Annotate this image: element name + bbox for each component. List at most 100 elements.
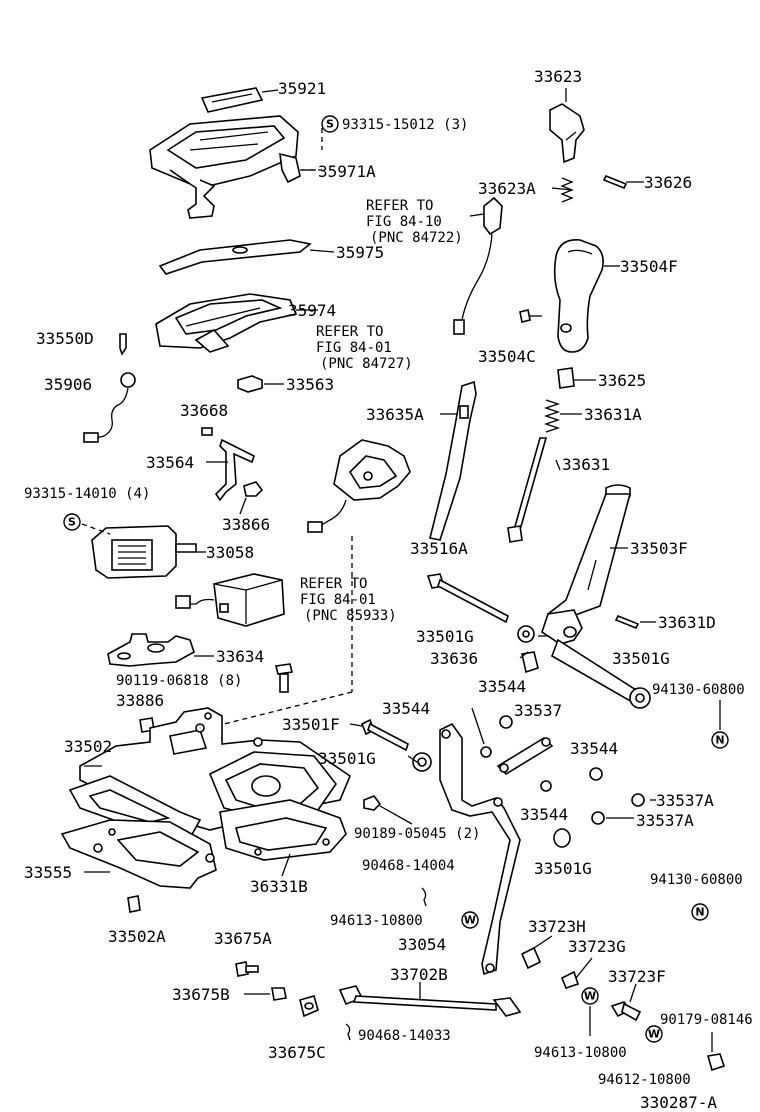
label-94613-10800-a: 94613-10800 [330,913,423,929]
svg-text:S: S [326,118,334,131]
label-33516A: 33516A [410,539,468,558]
svg-text:W: W [648,1028,660,1041]
label-33564: 33564 [146,453,194,472]
label-33623A: 33623A [478,179,536,198]
part-33675A-drawing [235,961,259,977]
label-33723G: 33723G [568,937,626,956]
label-33054: 33054 [398,935,446,954]
part-33723G-drawing [560,970,580,989]
part-33702B-drawing [338,985,522,1017]
label-35921: 35921 [278,79,326,98]
svg-text:N: N [715,734,724,747]
label-33503F: 33503F [630,539,688,558]
s-symbol-a: S [321,115,339,133]
cable-84722-drawing [453,196,503,335]
svg-text:FIG 84-10: FIG 84-10 [366,214,442,230]
part-33634-drawing [107,633,195,667]
part-33625-drawing [557,367,575,389]
svg-text:(PNC 84722): (PNC 84722) [370,230,463,246]
label-94130-60800-b: 94130-60800 [650,872,743,888]
label-94130-60800-a: 94130-60800 [652,682,745,698]
label-33501G-b: 33501G [416,627,474,646]
label-33501G-c: 33501G [612,649,670,668]
part-33723F-drawing [610,1001,642,1022]
part-33631A-drawing [543,399,561,433]
part-33636-drawing [521,651,539,674]
part-33866-drawing [243,481,264,497]
label-90468-14004: 90468-14004 [362,858,455,874]
svg-text:W: W [584,990,596,1003]
label-33668: 33668 [180,401,228,420]
svg-text:REFER TO: REFER TO [366,198,433,214]
part-33668-drawing [201,427,213,436]
label-90189-05045: 90189-05045 (2) [354,826,480,842]
part-33501G-d-drawing [553,828,571,848]
svg-text:FIG 84-01: FIG 84-01 [300,592,376,608]
label-33501F: 33501F [282,715,340,734]
svg-text:N: N [695,906,704,919]
part-33544-b-drawing [480,746,492,758]
label-33675B: 33675B [172,985,230,1004]
label-33544-d: 33544 [520,805,568,824]
label-35906: 35906 [44,375,92,394]
part-33501G-c-drawing [629,687,651,709]
part-33631D-drawing [614,614,640,630]
w-symbol-c: W [645,1025,663,1043]
label-93315-14010: 93315-14010 (4) [24,486,150,502]
label-33723H: 33723H [528,917,586,936]
part-35921-drawing [200,87,264,113]
part-35906-drawing [83,372,136,443]
part-33544-c-drawing [589,767,603,781]
part-33563-drawing [237,375,263,393]
label-94613-10800-b: 94613-10800 [534,1045,627,1061]
label-90468-14033: 90468-14033 [358,1028,451,1044]
label-33631D: 33631D [658,613,716,632]
label-33544-a: 33544 [478,677,526,696]
part-85933-drawing [175,573,285,627]
label-33702B: 33702B [390,965,448,984]
label-36331B: 36331B [250,877,308,896]
label-33563: 33563 [286,375,334,394]
ref-note-84722: REFER TO FIG 84-10 (PNC 84722) [366,198,463,246]
svg-text:(PNC 85933): (PNC 85933) [304,608,397,624]
diagram-id: 330287-A [640,1093,717,1112]
part-33537A-b-drawing [591,811,605,825]
part-33675B-drawing [271,987,287,1001]
svg-text:REFER TO: REFER TO [316,324,383,340]
label-33501G-a: 33501G [318,749,376,768]
label-33631: 33631 [562,455,610,474]
label-33537A-b: 33537A [636,811,694,830]
label-35975: 35975 [336,243,384,262]
w-symbol-b: W [581,987,599,1005]
svg-text:S: S [68,516,76,529]
part-33516A-drawing [426,573,509,624]
label-33675C: 33675C [268,1043,326,1062]
part-33564-drawing [214,438,255,502]
part-33623-drawing [549,103,585,164]
s-symbol-b: S [63,513,81,531]
label-90179-08146: 90179-08146 [660,1012,753,1028]
svg-text:(PNC 84727): (PNC 84727) [320,356,413,372]
label-33675A: 33675A [214,929,272,948]
part-33503F-drawing [541,484,637,704]
label-33502A: 33502A [108,927,166,946]
part-33501G-a-drawing [412,752,432,772]
svg-text:REFER TO: REFER TO [300,576,367,592]
label-33636: 33636 [430,649,478,668]
label-35971A: 35971A [318,162,376,181]
part-33550D-drawing [119,333,127,356]
label-33623: 33623 [534,67,582,86]
label-33544-c: 33544 [570,739,618,758]
label-33626: 33626 [644,173,692,192]
part-33544-d-drawing [540,780,552,792]
label-33504F: 33504F [620,257,678,276]
label-33866: 33866 [222,515,270,534]
part-33058-drawing [91,525,197,579]
part-33501F-drawing [360,718,409,752]
label-33723F: 33723F [608,967,666,986]
label-33555: 33555 [24,863,72,882]
label-33886: 33886 [116,691,164,710]
part-33054-drawing [439,722,521,976]
